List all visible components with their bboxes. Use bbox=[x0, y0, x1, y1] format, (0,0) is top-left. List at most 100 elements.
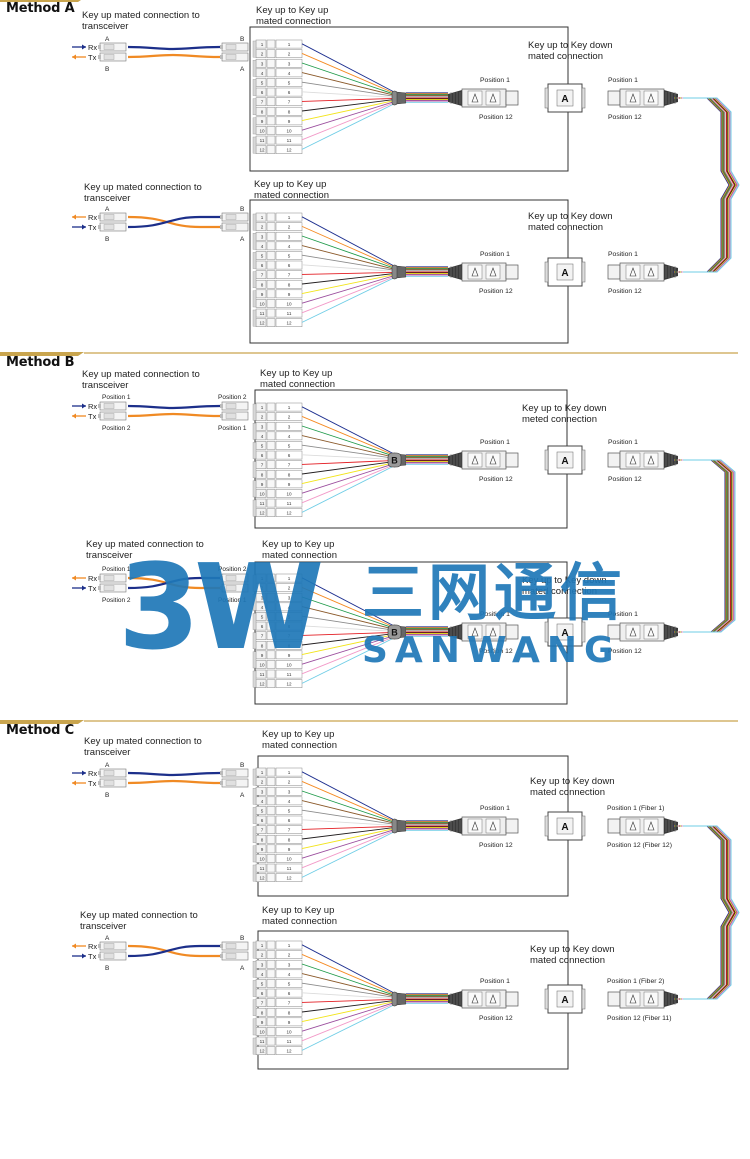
fiber-strand bbox=[301, 636, 397, 684]
port-number-right: 8 bbox=[288, 837, 291, 842]
port-number-left: 3 bbox=[261, 61, 264, 66]
right-position-top-label: Position 1 (Fiber 2) bbox=[607, 978, 664, 985]
rx-label: Rx bbox=[88, 942, 97, 951]
fiber-strand bbox=[301, 635, 397, 675]
port-number-left: 7 bbox=[261, 634, 264, 639]
port-number-right: 9 bbox=[288, 292, 291, 297]
fiber-strand bbox=[301, 830, 397, 878]
right-position-top-label: Position 1 bbox=[608, 251, 638, 258]
adapter-type-label: A bbox=[561, 456, 568, 467]
port-number-right: 5 bbox=[288, 444, 291, 449]
port-number-left: 6 bbox=[261, 991, 264, 996]
tx-label: Tx bbox=[88, 584, 97, 593]
port-number-right: 7 bbox=[288, 828, 291, 833]
fiber-strand bbox=[301, 998, 397, 1003]
right-duplex-connector bbox=[220, 768, 249, 788]
port-number-right: 8 bbox=[288, 282, 291, 287]
port-number-left: 2 bbox=[261, 415, 264, 420]
port-number-left: 3 bbox=[261, 789, 264, 794]
fanout-boot: B bbox=[387, 624, 407, 640]
tx-label: Tx bbox=[88, 412, 97, 421]
port-number-left: 1 bbox=[261, 943, 264, 948]
mpo-connector-right bbox=[607, 989, 678, 1009]
fan-out-fibers bbox=[301, 216, 397, 323]
watermark-logo: 3W bbox=[118, 538, 324, 676]
port-number-left: 3 bbox=[261, 962, 264, 967]
method-a-header bbox=[0, 0, 81, 2]
port-number-left: 9 bbox=[261, 482, 264, 487]
port-number-right: 3 bbox=[288, 962, 291, 967]
key-up-key-up-label: Key up to Key up mated connection bbox=[260, 368, 335, 390]
port-number-left: 8 bbox=[261, 643, 264, 648]
fiber-strand bbox=[301, 415, 397, 457]
mpo-connector-right bbox=[607, 816, 678, 836]
fiber-strand bbox=[301, 586, 397, 629]
port-b-label: B bbox=[240, 762, 244, 769]
port-a-label: A bbox=[240, 236, 245, 243]
port-number-left: 8 bbox=[261, 282, 264, 287]
position-2-label: Position 2 bbox=[218, 394, 247, 401]
fiber-strand bbox=[301, 827, 397, 850]
port-number-right: 1 bbox=[288, 405, 291, 410]
port-number-right: 8 bbox=[288, 643, 291, 648]
port-number-right: 10 bbox=[286, 302, 292, 307]
fiber-strand bbox=[301, 944, 397, 995]
fiber-strand bbox=[301, 216, 397, 268]
port-number-left: 12 bbox=[259, 148, 265, 153]
port-number-right: 6 bbox=[288, 453, 291, 458]
position-1-label: Position 1 bbox=[102, 566, 131, 573]
left-duplex-connector bbox=[98, 768, 127, 788]
ribbon-cable bbox=[406, 993, 448, 1004]
watermark-chinese: 三网通信 bbox=[362, 556, 627, 629]
fiber-strand bbox=[301, 43, 397, 94]
fiber-strand bbox=[301, 62, 397, 96]
port-number-left: 11 bbox=[260, 866, 265, 871]
port-number-left: 11 bbox=[260, 1039, 265, 1044]
key-up-key-up-label: Key up to Key up mated connection bbox=[256, 5, 331, 27]
fiber-strand bbox=[301, 102, 397, 150]
right-position-top-label: Position 1 (Fiber 1) bbox=[607, 805, 664, 812]
port-number-right: 8 bbox=[288, 472, 291, 477]
transceiver-link bbox=[72, 770, 221, 786]
port-number-left: 1 bbox=[261, 215, 264, 220]
port-number-left: 4 bbox=[261, 972, 264, 977]
left-duplex-connector bbox=[98, 212, 127, 232]
position-12-label: Position 12 bbox=[479, 842, 513, 849]
rx-label: Rx bbox=[88, 43, 97, 52]
header-gold-tab bbox=[0, 0, 81, 2]
port-number-left: 5 bbox=[261, 615, 264, 620]
port-number-right: 1 bbox=[288, 770, 291, 775]
position-1-label: Position 1 bbox=[218, 597, 247, 604]
position-12-label: Position 12 bbox=[479, 1015, 513, 1022]
trunk-cable bbox=[673, 459, 736, 633]
port-number-left: 2 bbox=[261, 953, 264, 958]
position-1-label: Position 1 bbox=[480, 805, 510, 812]
fiber-strand bbox=[301, 615, 397, 632]
left-duplex-connector bbox=[98, 42, 127, 62]
port-number-right: 1 bbox=[288, 576, 291, 581]
port-number-right: 7 bbox=[288, 1001, 291, 1006]
mpo-connector-right bbox=[607, 262, 678, 282]
fiber-strand bbox=[301, 953, 397, 996]
adapter-type-label: A bbox=[561, 822, 568, 833]
port-number-right: 6 bbox=[288, 90, 291, 95]
fiber-strand bbox=[301, 800, 397, 825]
key-up-key-down-label: Key up to Key down mated connection bbox=[530, 776, 615, 798]
fiber-strand bbox=[301, 81, 397, 98]
fiber-strand bbox=[301, 91, 397, 98]
key-up-key-up-label: Key up to Key up mated connection bbox=[262, 729, 337, 751]
port-a-label: A bbox=[240, 965, 245, 972]
port-number-right: 8 bbox=[288, 1010, 291, 1015]
port-number-left: 7 bbox=[261, 1001, 264, 1006]
